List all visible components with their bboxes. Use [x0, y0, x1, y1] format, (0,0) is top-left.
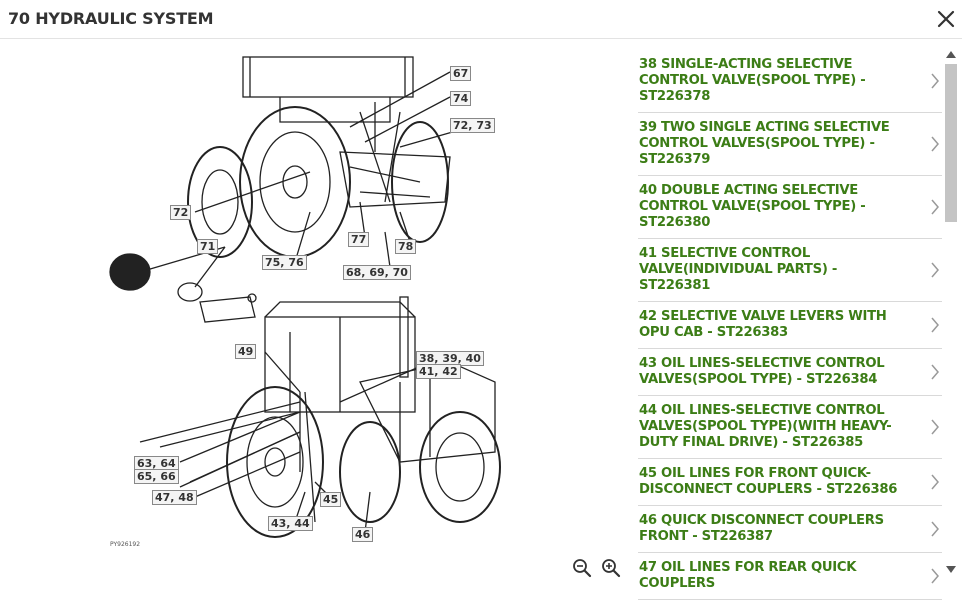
callout-45[interactable]: 45 [320, 492, 342, 507]
list-scrollbar[interactable] [942, 44, 960, 577]
callout-41-42[interactable]: 41, 42 [416, 364, 461, 379]
list-item[interactable]: 40 DOUBLE ACTING SELECTIVE CONTROL VALVE… [638, 176, 942, 239]
list-item[interactable]: 43 OIL LINES-SELECTIVE CONTROL VALVES(SP… [638, 349, 942, 396]
chevron-right-icon [931, 136, 939, 152]
chevron-right-icon [931, 317, 939, 333]
callout-77[interactable]: 77 [348, 232, 370, 247]
scroll-down-icon[interactable] [946, 566, 956, 574]
scroll-up-icon[interactable] [946, 50, 956, 58]
figure-code: PY926192 [110, 541, 141, 548]
list-item[interactable]: 44 OIL LINES-SELECTIVE CONTROL VALVES(SP… [638, 396, 942, 459]
list-item-label: 42 SELECTIVE VALVE LEVERS WITH OPU CAB -… [639, 309, 887, 340]
chevron-right-icon [931, 262, 939, 278]
parts-list[interactable]: 38 SINGLE-ACTING SELECTIVE CONTROL VALVE… [638, 50, 942, 600]
callout-75-76[interactable]: 75, 76 [262, 255, 307, 270]
chevron-right-icon [931, 199, 939, 215]
page-title: 70 HYDRAULIC SYSTEM [8, 9, 214, 28]
callout-49[interactable]: 49 [235, 344, 257, 359]
list-item[interactable]: 47 OIL LINES FOR REAR QUICK COUPLERS [638, 553, 942, 600]
list-item-label: 46 QUICK DISCONNECT COUPLERS FRONT - ST2… [639, 513, 884, 544]
close-icon[interactable] [935, 8, 957, 30]
list-item[interactable]: 46 QUICK DISCONNECT COUPLERS FRONT - ST2… [638, 506, 942, 553]
callout-47-48[interactable]: 47, 48 [152, 490, 197, 505]
list-item-label: 41 SELECTIVE CONTROL VALVE(INDIVIDUAL PA… [639, 246, 838, 293]
callout-46[interactable]: 46 [352, 527, 374, 542]
callout-68-69-70[interactable]: 68, 69, 70 [343, 265, 411, 280]
parts-diagram[interactable]: 67 74 72, 73 72 77 78 75, 76 68, 69, 70 … [100, 52, 520, 552]
list-item-label: 45 OIL LINES FOR FRONT QUICK-DISCONNECT … [639, 466, 898, 497]
list-item[interactable]: 38 SINGLE-ACTING SELECTIVE CONTROL VALVE… [638, 50, 942, 113]
list-item[interactable]: 41 SELECTIVE CONTROL VALVE(INDIVIDUAL PA… [638, 239, 942, 302]
chevron-right-icon [931, 73, 939, 89]
list-item-label: 38 SINGLE-ACTING SELECTIVE CONTROL VALVE… [639, 57, 866, 104]
callout-71[interactable]: 71 [197, 239, 219, 254]
chevron-right-icon [931, 364, 939, 380]
callout-78[interactable]: 78 [395, 239, 417, 254]
callout-67[interactable]: 67 [450, 66, 472, 81]
chevron-right-icon [931, 419, 939, 435]
list-item[interactable]: 39 TWO SINGLE ACTING SELECTIVE CONTROL V… [638, 113, 942, 176]
callout-65-66[interactable]: 65, 66 [134, 469, 179, 484]
list-item-label: 47 OIL LINES FOR REAR QUICK COUPLERS [639, 560, 857, 591]
chevron-right-icon [931, 474, 939, 490]
modal-header: 70 HYDRAULIC SYSTEM [0, 0, 962, 39]
callout-74[interactable]: 74 [450, 91, 472, 106]
callout-72[interactable]: 72 [170, 205, 192, 220]
chevron-right-icon [931, 521, 939, 537]
list-item-label: 43 OIL LINES-SELECTIVE CONTROL VALVES(SP… [639, 356, 885, 387]
scroll-thumb[interactable] [945, 64, 957, 222]
callout-43-44[interactable]: 43, 44 [268, 516, 313, 531]
list-item-label: 40 DOUBLE ACTING SELECTIVE CONTROL VALVE… [639, 183, 866, 230]
list-item-label: 39 TWO SINGLE ACTING SELECTIVE CONTROL V… [639, 120, 890, 167]
list-item[interactable]: 42 SELECTIVE VALVE LEVERS WITH OPU CAB -… [638, 302, 942, 349]
callout-72-73[interactable]: 72, 73 [450, 118, 495, 133]
chevron-right-icon [931, 568, 939, 584]
list-item[interactable]: 45 OIL LINES FOR FRONT QUICK-DISCONNECT … [638, 459, 942, 506]
zoom-in-icon[interactable] [600, 558, 622, 578]
zoom-out-icon[interactable] [571, 558, 593, 578]
list-item-label: 44 OIL LINES-SELECTIVE CONTROL VALVES(SP… [639, 403, 892, 450]
